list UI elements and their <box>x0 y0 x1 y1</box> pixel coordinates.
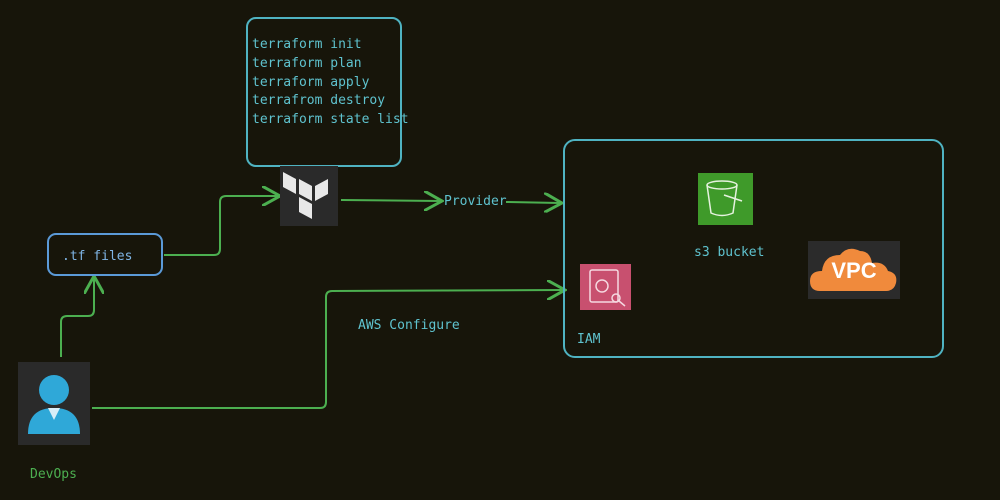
arrow-provider-to-aws <box>505 202 560 203</box>
s3-bucket-icon <box>698 173 753 225</box>
command-item: terraform plan <box>252 55 362 71</box>
tf-files-label: .tf files <box>62 249 133 264</box>
arrow-terraform-to-provider <box>340 200 440 201</box>
iam-label: IAM <box>577 332 601 347</box>
devops-label: DevOps <box>30 467 77 482</box>
vpc-cloud-icon: VPC <box>808 241 900 299</box>
command-item: terrafrom destroy <box>252 93 386 109</box>
arrow-devops-to-tf <box>60 278 94 357</box>
s3-label: s3 bucket <box>694 245 765 260</box>
arrow-devops-to-aws <box>92 290 563 409</box>
iam-icon <box>580 264 631 310</box>
tf-files-box <box>47 233 163 276</box>
devops-user-icon <box>18 362 90 445</box>
command-item: terraform init <box>252 37 362 52</box>
provider-label: Provider <box>444 194 507 209</box>
arrow-tf-to-terraform <box>164 196 278 256</box>
terraform-commands-list: terraform init terraform plan terraform … <box>252 36 409 130</box>
vpc-label: VPC <box>831 258 877 283</box>
aws-resources-box <box>563 139 944 358</box>
terraform-logo-icon <box>280 166 338 226</box>
command-item: terraform state list <box>252 112 409 128</box>
command-item: terraform apply <box>252 74 370 90</box>
aws-configure-label: AWS Configure <box>358 318 460 333</box>
